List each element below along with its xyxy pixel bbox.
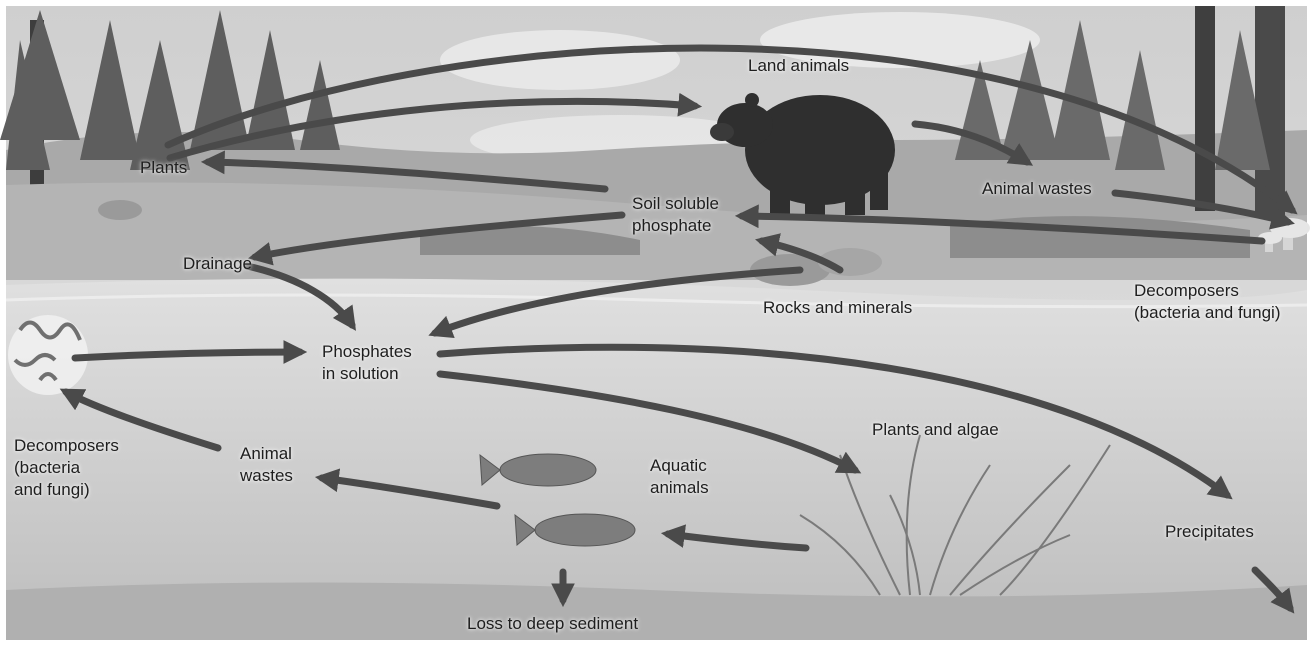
label-line: wastes — [240, 465, 293, 487]
label-line: Decomposers — [1134, 280, 1280, 302]
label-line: Decomposers — [14, 435, 119, 457]
label-line: (bacteria and fungi) — [1134, 302, 1280, 324]
label-plants: Plants — [140, 157, 187, 179]
label-decomposers-land: Decomposers (bacteria and fungi) — [1134, 280, 1280, 324]
label-line: and fungi) — [14, 479, 119, 501]
label-line: animals — [650, 477, 709, 499]
label-land-animals: Land animals — [748, 55, 849, 77]
label-plants-and-algae: Plants and algae — [872, 419, 999, 441]
label-line: (bacteria — [14, 457, 119, 479]
label-phosphates-in-solution: Phosphates in solution — [322, 341, 412, 385]
label-rocks-and-minerals: Rocks and minerals — [763, 297, 912, 319]
label-line: Phosphates — [322, 341, 412, 363]
label-loss-to-deep-sediment: Loss to deep sediment — [467, 613, 638, 635]
label-line: Aquatic — [650, 455, 709, 477]
label-soil-soluble-phosphate: Soil soluble phosphate — [632, 193, 719, 237]
label-drainage: Drainage — [183, 253, 252, 275]
label-line: in solution — [322, 363, 412, 385]
label-line: Animal — [240, 443, 293, 465]
label-animal-wastes-land: Animal wastes — [982, 178, 1092, 200]
label-aquatic-animals: Aquatic animals — [650, 455, 709, 499]
label-animal-wastes-water: Animal wastes — [240, 443, 293, 487]
label-line: phosphate — [632, 215, 719, 237]
rock — [98, 200, 142, 220]
label-decomposers-water: Decomposers (bacteria and fungi) — [14, 435, 119, 501]
label-line: Soil soluble — [632, 193, 719, 215]
label-precipitates: Precipitates — [1165, 521, 1254, 543]
